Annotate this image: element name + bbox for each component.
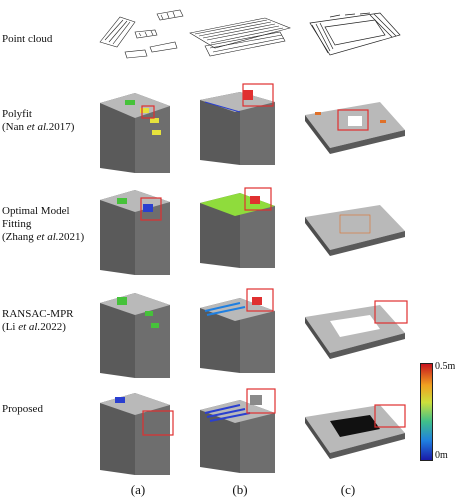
building-ransac-b xyxy=(195,283,285,378)
building-proposed-b xyxy=(195,385,285,477)
building-omf-b xyxy=(195,178,285,273)
column-label-b: (b) xyxy=(232,482,248,497)
column-label-c: (c) xyxy=(340,482,356,497)
row-label-ransac-mpr: RANSAC-MPR (Li et al.2022) xyxy=(2,308,74,333)
building-polyfit-a xyxy=(95,78,180,178)
column-label-a: (a) xyxy=(130,482,146,497)
row-label-proposed: Proposed xyxy=(2,403,43,415)
color-scale-min-label: 0m xyxy=(435,450,448,461)
row-label-point-cloud: Point cloud xyxy=(2,33,53,45)
point-cloud-c xyxy=(300,5,410,60)
building-polyfit-b xyxy=(195,80,285,170)
color-scale-max-label: 0.5m xyxy=(435,361,455,372)
point-cloud-b xyxy=(185,8,295,63)
building-polyfit-c xyxy=(300,90,410,160)
building-proposed-a xyxy=(95,385,180,480)
building-ransac-c xyxy=(300,295,410,365)
row-label-polyfit: Polyfit (Nan et al.2017) xyxy=(2,108,75,133)
building-omf-c xyxy=(300,195,410,260)
color-scale-bar xyxy=(420,363,433,461)
point-cloud-a xyxy=(95,2,195,62)
building-ransac-a xyxy=(95,283,180,383)
building-proposed-c xyxy=(300,395,410,465)
row-label-optimal-model-fitting: Optimal Model Fitting (Zhang et al.2021) xyxy=(2,205,85,243)
building-omf-a xyxy=(95,180,180,280)
